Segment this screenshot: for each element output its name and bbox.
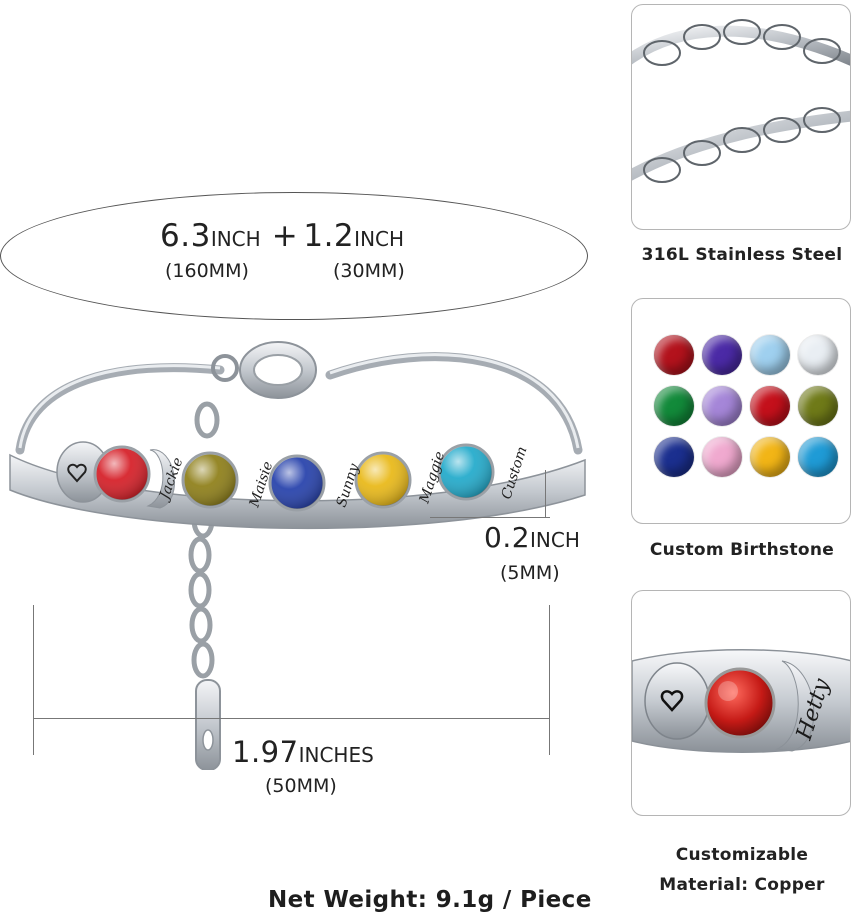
curb-chain-closeup xyxy=(632,19,850,183)
extender-mm: (50MM) xyxy=(265,775,337,797)
width-unit: INCH xyxy=(530,528,580,552)
width-guide-line xyxy=(430,517,550,518)
extender-guide-left xyxy=(33,605,34,755)
closeup-caption-2: Material: Copper xyxy=(659,875,825,895)
birthstone-10 xyxy=(702,437,742,477)
birthstone-grid xyxy=(654,335,838,477)
birthstone-8 xyxy=(798,386,838,426)
width-value: 0.2 xyxy=(484,521,531,554)
closeup-caption-1: Customizable xyxy=(675,845,809,865)
birthstone-2 xyxy=(702,335,742,375)
steel-caption: 316L Stainless Steel xyxy=(641,245,843,265)
birthstone-6 xyxy=(702,386,742,426)
closeup-ruby xyxy=(704,667,776,739)
closeup-heart-plate xyxy=(644,662,710,740)
birthstone-1 xyxy=(654,335,694,375)
extender-value: 1.97 xyxy=(232,735,299,769)
bracelet-gems xyxy=(93,443,495,512)
main-length-unit: INCH xyxy=(210,227,261,251)
birthstone-7 xyxy=(750,386,790,426)
bracelet-gem-1 xyxy=(93,445,151,503)
birthstone-11 xyxy=(750,437,790,477)
birthstone-3 xyxy=(750,335,790,375)
birthstone-4 xyxy=(798,335,838,375)
closeup-panel: Hetty xyxy=(631,590,851,816)
heart-icon xyxy=(660,690,684,712)
width-mm: (5MM) xyxy=(500,562,560,584)
chain-left xyxy=(15,363,225,455)
extender-label: 1.97INCHES xyxy=(232,735,374,769)
width-guide-vertical xyxy=(545,470,546,518)
bracelet-band xyxy=(9,453,586,530)
bracelet-gem-5 xyxy=(437,443,495,501)
bracelet-gem-4 xyxy=(354,451,412,509)
lobster-clasp xyxy=(211,341,317,399)
bracelet-illustration: Jackie Maisie Sunny Maggie Custom xyxy=(9,341,586,770)
extender-tag xyxy=(195,679,221,770)
birthstone-panel xyxy=(631,298,851,524)
main-length-mm: (160MM) xyxy=(165,260,249,282)
width-label: 0.2INCH xyxy=(484,521,580,554)
extender-guide-horizontal xyxy=(33,718,550,719)
extender-length-mm: (30MM) xyxy=(333,260,405,282)
chain-right xyxy=(325,352,583,455)
plus-sign: + xyxy=(271,218,299,254)
extender-unit: INCHES xyxy=(298,743,374,767)
closeup-illustration: Hetty xyxy=(632,649,850,753)
birthstone-5 xyxy=(654,386,694,426)
extender-length-unit: INCH xyxy=(354,227,405,251)
length-ellipse xyxy=(0,192,588,320)
bracelet-gem-2 xyxy=(181,451,239,509)
steel-panel xyxy=(631,4,851,230)
net-weight: Net Weight: 9.1g / Piece xyxy=(268,887,592,913)
birthstone-12 xyxy=(798,437,838,477)
extender-chain xyxy=(188,401,220,679)
bracelet-gem-3 xyxy=(268,454,326,512)
length-row: 6.3INCH + 1.2INCH xyxy=(160,218,450,254)
extender-length-value: 1.2 xyxy=(303,218,355,254)
extender-guide-right xyxy=(549,605,550,755)
main-length-value: 6.3 xyxy=(160,218,211,254)
birthstone-caption: Custom Birthstone xyxy=(649,540,835,560)
birthstone-9 xyxy=(654,437,694,477)
